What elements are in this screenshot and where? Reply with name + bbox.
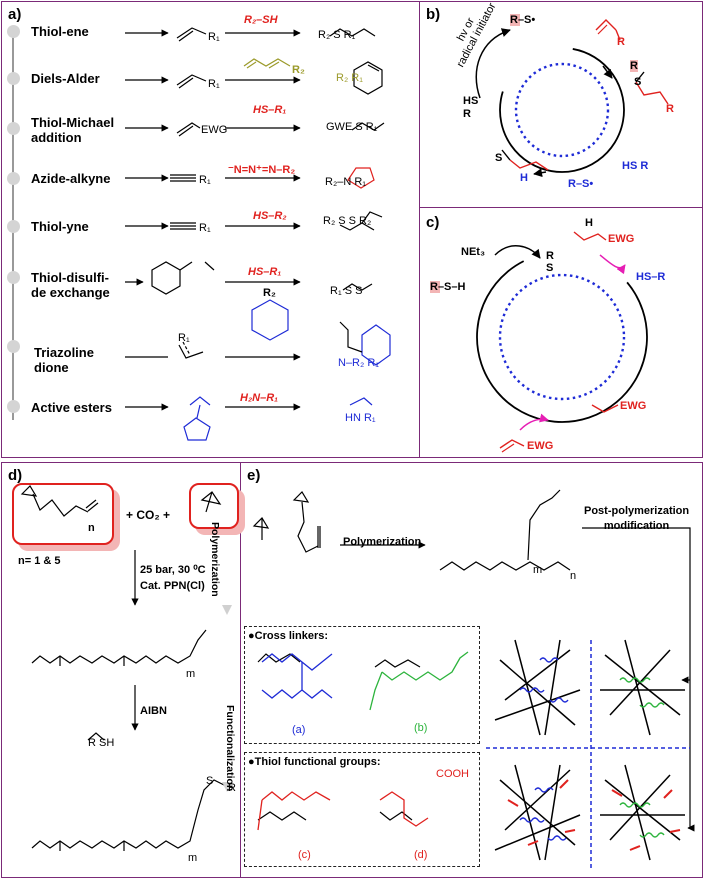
reagent-disulfide: HS–R₁ xyxy=(248,266,282,278)
ewg-top: EWG xyxy=(608,233,635,245)
polymer-n: n xyxy=(570,570,577,582)
product-azide-alkyne: R₂–N R₁ xyxy=(325,176,366,188)
cooh-label: COOH xyxy=(436,768,469,780)
panel-c-label: c) xyxy=(426,214,440,231)
cross-linkers-box[interactable] xyxy=(244,626,480,744)
panel-a-label: a) xyxy=(8,6,22,23)
thiol-c-label: (c) xyxy=(298,849,311,861)
product-s: S xyxy=(206,775,214,787)
polymer-m-2: m xyxy=(188,852,198,864)
reagent-aibn: AIBN xyxy=(140,705,167,717)
reagent-thiol-ene: R₂–SH xyxy=(244,14,278,26)
ewg-reagent: EWG xyxy=(527,440,554,452)
polymer-m: m xyxy=(186,668,196,680)
reaction-name-thiol-michael: Thiol-Michael addition xyxy=(31,115,115,145)
thiol-initiator: HS R xyxy=(463,95,479,120)
condition-catalyst: Cat. PPN(Cl) xyxy=(140,580,205,592)
product-h: H xyxy=(520,172,528,184)
panel-b-label: b) xyxy=(426,6,441,23)
thiyl-radical: R–S• xyxy=(510,14,536,26)
product-diels-alder: R₂ R₁ xyxy=(336,72,363,84)
timeline-dot xyxy=(7,25,20,38)
product-r: R xyxy=(228,782,236,794)
thiol-rsh: R–S–H xyxy=(430,281,466,293)
reaction-name-thiol-yne: Thiol-yne xyxy=(31,219,89,234)
panel-d-label: d) xyxy=(8,467,23,484)
polymer-m: m xyxy=(533,564,543,576)
product-thiol-yne: R₂ S S R₂ xyxy=(323,215,372,227)
panel-e-label: e) xyxy=(247,467,261,484)
reaction-name-thiol-disulfide: Thiol-disulfi- de exchange xyxy=(31,270,110,300)
reagent-active-esters: H₂N–R₁ xyxy=(240,392,279,404)
thiol-reagent: HS R xyxy=(622,160,649,172)
intermediate-r: R xyxy=(630,60,638,72)
reagent-thiol-yne: HS–R₂ xyxy=(253,210,287,222)
product-thiyl: R–S• xyxy=(568,178,594,190)
n-values: n= 1 & 5 xyxy=(18,555,61,567)
hs-r: HS–R xyxy=(636,271,666,283)
substrate-label-r1: R₁ xyxy=(199,174,211,186)
thiol-groups-title: ●Thiol functional groups: xyxy=(248,756,381,768)
product-tad: N–R₂ R₁ xyxy=(338,357,379,369)
polymerization-arrow-label: Polymerization xyxy=(343,536,422,548)
intermediate-s: S xyxy=(634,76,642,88)
product-disulfide: R₁ S S xyxy=(330,285,363,297)
product-active-ester: HN R₁ xyxy=(345,412,376,424)
reagent-diels-alder: R₂ xyxy=(292,64,305,76)
product-thiol-ene: R₂ S R₁ xyxy=(318,29,356,41)
reagent-thiol-michael: HS–R₁ xyxy=(253,104,287,116)
cross-linkers-title: ●Cross linkers: xyxy=(248,630,329,642)
substrate-label-r1: R₁ xyxy=(178,332,190,344)
reaction-name-active-esters: Active esters xyxy=(31,400,112,415)
substrate-label-r1: R₁ xyxy=(208,78,220,90)
timeline-dot xyxy=(7,72,20,85)
substrate-label-r1: R₁ xyxy=(199,222,211,234)
thiolate: R S xyxy=(546,250,554,274)
reaction-name-triazoline-dione: Triazoline dione xyxy=(34,345,94,375)
panel-c-frame xyxy=(419,207,703,458)
timeline-dot xyxy=(7,340,20,353)
timeline-dot xyxy=(7,400,20,413)
monomer-n: n xyxy=(88,522,95,534)
thiol-d-label: (d) xyxy=(414,849,428,861)
timeline-dot xyxy=(7,220,20,233)
ewg-bottom: EWG xyxy=(620,400,647,412)
product-thiol-michael: GWE S R₁ xyxy=(326,121,378,133)
monomer-box-2 xyxy=(189,483,239,529)
tad-r2: R₂ xyxy=(263,287,276,299)
base-net3: NEt₃ xyxy=(461,246,486,258)
crosslinker-a-label: (a) xyxy=(292,724,306,736)
reaction-name-diels-alder: Diels-Alder xyxy=(31,71,100,86)
reagent-rsh: R SH xyxy=(88,737,115,749)
intermediate-r2: R xyxy=(666,103,674,115)
panel-e-frame xyxy=(240,462,703,878)
timeline-dot xyxy=(7,271,20,284)
thiol-groups-box[interactable] xyxy=(244,752,480,867)
crosslinker-b-label: (b) xyxy=(414,722,428,734)
timeline-dot xyxy=(7,172,20,185)
co2-label: + CO₂ + xyxy=(126,508,171,522)
alkene-r: R xyxy=(617,36,625,48)
substrate-label-ewg: EWG xyxy=(201,124,228,136)
product-s: S xyxy=(495,152,503,164)
timeline-dot xyxy=(7,122,20,135)
condition-pressure: 25 bar, 30 ⁰C xyxy=(140,564,206,576)
substrate-label-r1: R₁ xyxy=(208,31,220,43)
reagent-azide: ⁻N=N⁺=N–R₂ xyxy=(228,164,296,176)
h-top: H xyxy=(585,217,593,229)
post-polymerization-label: Post-polymerization modification xyxy=(584,505,690,532)
reaction-name-thiol-ene: Thiol-ene xyxy=(31,24,89,39)
reaction-name-azide-alkyne: Azide-alkyne xyxy=(31,171,111,186)
